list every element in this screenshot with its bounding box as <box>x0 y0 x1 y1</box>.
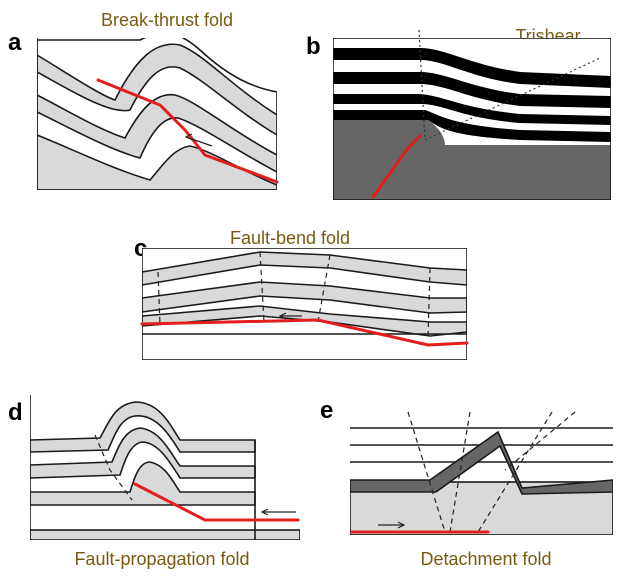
panel-caption-a: Break-thrust fold <box>101 10 233 30</box>
panel-caption-d: Fault-propagation fold <box>74 549 249 569</box>
basal-bed-d <box>30 529 300 540</box>
panel-letter-e: e <box>320 397 333 424</box>
slip-arrow-e <box>378 521 406 529</box>
panel-c-strata <box>142 248 467 360</box>
thrust-fault-d <box>133 482 300 522</box>
light-bed-1 <box>37 43 277 136</box>
panel-letter-d: d <box>8 399 23 426</box>
panel-b: b Trishear <box>306 26 611 200</box>
slip-arrow-a <box>184 133 213 147</box>
light-bed-c1 <box>142 251 467 286</box>
light-bed-2 <box>37 93 277 173</box>
trishear-zone-back <box>418 29 426 141</box>
panel-letter-b: b <box>306 33 321 60</box>
competent-bed-e <box>350 430 613 495</box>
thrust-fault-b <box>371 134 422 199</box>
panel-d: d Fault-propagation fold <box>8 395 300 569</box>
thrust-fault-a <box>96 78 279 184</box>
light-bed-c3 <box>142 305 467 337</box>
light-bed-c2 <box>142 281 467 314</box>
trishear-front-d <box>94 434 133 501</box>
panel-caption-c: Fault-bend fold <box>230 228 350 248</box>
slip-arrow-c <box>278 312 302 320</box>
panel-e: e Detachment fold <box>320 397 613 569</box>
trishear-zone-front <box>424 57 601 141</box>
light-bed-d3 <box>30 461 256 506</box>
panel-d-strata <box>30 395 300 540</box>
panel-a: a Break-thrust fold <box>8 10 279 190</box>
thrust-fault-c <box>140 318 469 347</box>
panel-letter-a: a <box>8 29 22 56</box>
slip-arrow-d <box>260 508 296 516</box>
panel-c: c Fault-bend fold <box>134 228 469 360</box>
panel-b-strata <box>333 38 611 200</box>
panel-e-strata <box>350 412 613 535</box>
panel-a-strata <box>37 38 277 190</box>
panel-caption-e: Detachment fold <box>420 549 551 569</box>
